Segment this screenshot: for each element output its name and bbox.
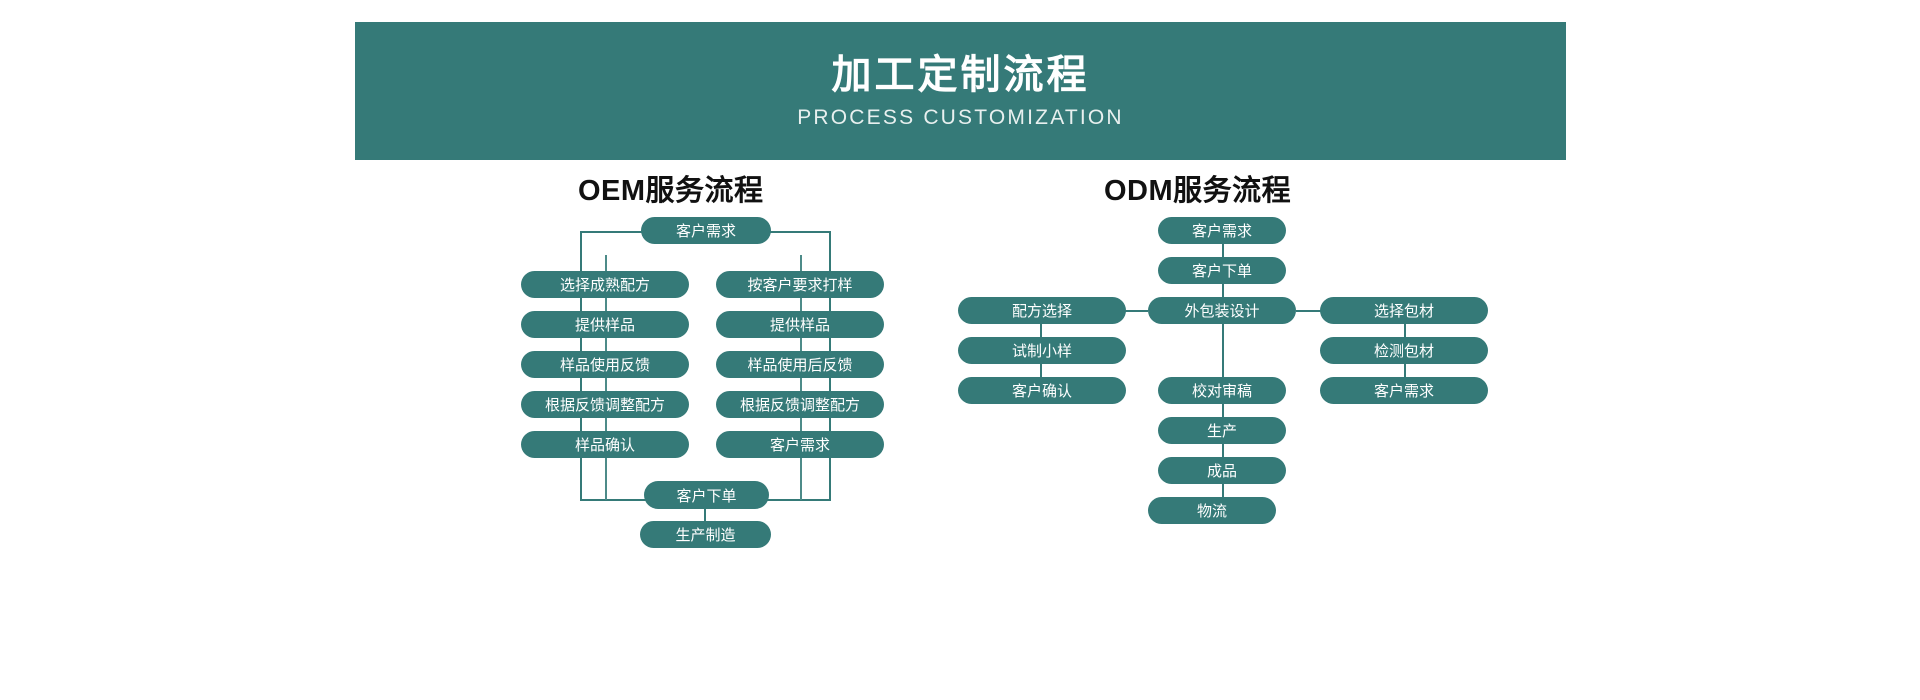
oem-node-left-1[interactable]: 选择成熟配方 xyxy=(521,271,689,298)
oem-node-left-4[interactable]: 根据反馈调整配方 xyxy=(521,391,689,418)
oem-node-left-2[interactable]: 提供样品 xyxy=(521,311,689,338)
oem-node-left-3[interactable]: 样品使用反馈 xyxy=(521,351,689,378)
oem-node-right-1[interactable]: 按客户要求打样 xyxy=(716,271,884,298)
oem-node-start[interactable]: 客户需求 xyxy=(641,217,771,244)
page-banner: 加工定制流程 PROCESS CUSTOMIZATION xyxy=(355,22,1566,160)
oem-connector-bottom-right xyxy=(760,499,830,501)
odm-node-spine-4[interactable]: 校对审稿 xyxy=(1158,377,1286,404)
odm-node-left-3[interactable]: 客户确认 xyxy=(958,377,1126,404)
odm-section-title: ODM服务流程 xyxy=(1104,175,1292,207)
odm-node-right-2[interactable]: 检测包材 xyxy=(1320,337,1488,364)
odm-node-spine-1[interactable]: 客户需求 xyxy=(1158,217,1286,244)
odm-node-right-1[interactable]: 选择包材 xyxy=(1320,297,1488,324)
odm-node-spine-2[interactable]: 客户下单 xyxy=(1158,257,1286,284)
oem-section-title: OEM服务流程 xyxy=(578,175,764,207)
oem-connector-bottom-left xyxy=(580,499,650,501)
odm-node-left-1[interactable]: 配方选择 xyxy=(958,297,1126,324)
oem-node-left-5[interactable]: 样品确认 xyxy=(521,431,689,458)
flowchart-area: 客户需求 选择成熟配方 提供样品 样品使用反馈 根据反馈调整配方 样品确认 按客… xyxy=(0,200,1920,700)
odm-node-spine-5[interactable]: 生产 xyxy=(1158,417,1286,444)
banner-title: 加工定制流程 xyxy=(831,53,1090,97)
oem-connector-top-right xyxy=(755,231,831,233)
oem-node-end[interactable]: 生产制造 xyxy=(640,521,771,548)
oem-node-right-5[interactable]: 客户需求 xyxy=(716,431,884,458)
oem-connector-top-left xyxy=(580,231,655,233)
odm-node-spine-6[interactable]: 成品 xyxy=(1158,457,1286,484)
oem-node-merge[interactable]: 客户下单 xyxy=(644,481,769,509)
oem-node-right-4[interactable]: 根据反馈调整配方 xyxy=(716,391,884,418)
odm-node-spine-7[interactable]: 物流 xyxy=(1148,497,1276,524)
oem-node-right-2[interactable]: 提供样品 xyxy=(716,311,884,338)
odm-node-spine-3[interactable]: 外包装设计 xyxy=(1148,297,1296,324)
oem-node-right-3[interactable]: 样品使用后反馈 xyxy=(716,351,884,378)
banner-subtitle: PROCESS CUSTOMIZATION xyxy=(797,106,1124,129)
odm-spine-3 xyxy=(1222,324,1224,390)
odm-node-right-3[interactable]: 客户需求 xyxy=(1320,377,1488,404)
odm-node-left-2[interactable]: 试制小样 xyxy=(958,337,1126,364)
